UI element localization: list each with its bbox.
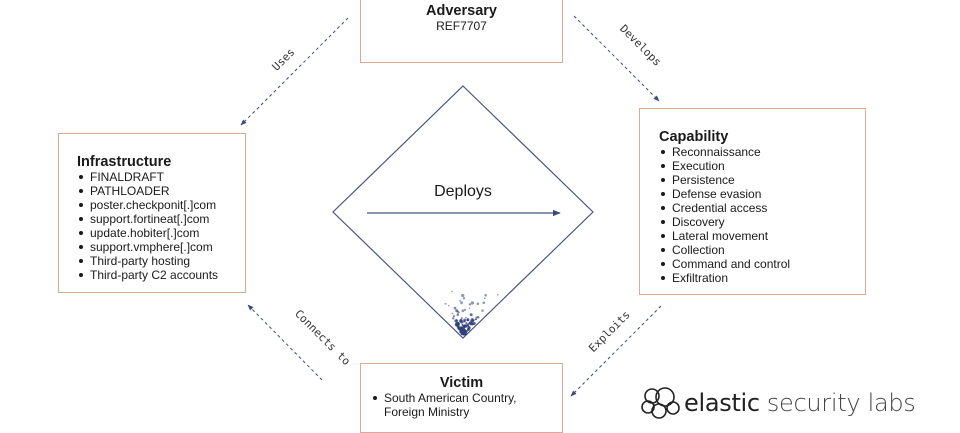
exploits-label: Exploits [586, 308, 633, 355]
capability-title: Capability [659, 129, 729, 145]
scatter-dot [471, 319, 474, 322]
scatter-dot [455, 320, 457, 322]
adversary-box: Adversary REF7707 [360, 0, 563, 63]
develops-arrow [573, 15, 660, 102]
scatter-dot [460, 328, 463, 331]
scatter-dot [452, 315, 455, 318]
list-item: Lateral movement [659, 229, 865, 243]
victim-list: South American Country, Foreign Ministry [371, 391, 551, 419]
infrastructure-title: Infrastructure [77, 154, 172, 170]
uses-arrow [240, 17, 349, 126]
connects-to-label: Connects to [292, 307, 353, 368]
develops-label: Develops [617, 22, 664, 69]
capability-box: Capability Reconnaissance Execution Pers… [639, 108, 866, 295]
victim-title: Victim [439, 375, 484, 391]
list-item: support.fortineat[.]com [77, 212, 245, 226]
scatter-dot [470, 301, 475, 305]
scatter-dot [464, 330, 467, 332]
scatter-dot [451, 290, 453, 293]
list-item: poster.checkponit[.]com [77, 198, 245, 212]
brand-word-security-labs: security labs [766, 389, 916, 417]
scatter-dot [496, 293, 499, 296]
scatter-dot [461, 293, 465, 298]
scatter-dot [475, 316, 477, 319]
list-item: Reconnaissance [659, 145, 865, 159]
list-item: PATHLOADER [77, 184, 245, 198]
scatter-dot [468, 303, 472, 306]
scatter-dot [452, 317, 455, 320]
infrastructure-box: Infrastructure FINALDRAFT PATHLOADER pos… [58, 133, 246, 293]
scatter-dot [466, 323, 470, 327]
scatter-dot [460, 317, 463, 320]
scatter-dot [464, 324, 468, 328]
brand-word-elastic: elastic [684, 389, 760, 417]
scatter-dot [457, 324, 460, 327]
infrastructure-list: FINALDRAFT PATHLOADER poster.checkponit[… [77, 170, 245, 282]
scatter-dot [456, 324, 458, 327]
adversary-title: Adversary [426, 3, 497, 19]
list-item: Persistence [659, 173, 865, 187]
capability-list: Reconnaissance Execution Persistence Def… [659, 145, 865, 285]
scatter-dot [465, 316, 467, 319]
scatter-dot [460, 301, 463, 305]
diamond-shape [332, 85, 594, 339]
scatter-dot [484, 294, 488, 297]
list-item: update.hobiter[.]com [77, 226, 245, 240]
scatter-dot [447, 304, 450, 307]
scatter-dot [481, 309, 484, 312]
scatter-dot [463, 331, 466, 335]
scatter-dot [460, 318, 463, 321]
scatter-dot [473, 319, 475, 321]
list-item: FINALDRAFT [77, 170, 245, 184]
list-item: Execution [659, 159, 865, 173]
scatter-dot [476, 302, 480, 306]
scatter-dot [465, 331, 468, 334]
list-item: Defense evasion [659, 187, 865, 201]
list-item: Credential access [659, 201, 865, 215]
list-item: Discovery [659, 215, 865, 229]
scatter-dot [467, 326, 470, 328]
list-item: South American Country, Foreign Ministry [371, 391, 551, 419]
scatter-dot [482, 301, 486, 305]
scatter-dot [461, 309, 465, 313]
scatter-dot [459, 299, 462, 302]
scatter-dot [462, 297, 466, 300]
scatter-dot [453, 306, 457, 310]
scatter-dot [471, 323, 474, 326]
list-item: Third-party C2 accounts [77, 268, 245, 282]
list-item: support.vmphere[.]com [77, 240, 245, 254]
victim-box: Victim South American Country, Foreign M… [360, 363, 563, 433]
elastic-security-labs-logo: elastic security labs [640, 386, 916, 420]
scatter-dot [462, 323, 464, 326]
scatter-dot [483, 297, 486, 300]
scatter-dot [444, 302, 447, 305]
diamond-model-diagram: Deploys Uses Develops Connects to Exploi… [240, 15, 664, 397]
uses-label: Uses [270, 46, 298, 74]
scatter-dot [476, 315, 480, 319]
scatter-dot [468, 307, 471, 309]
list-item: Exfiltration [659, 271, 865, 285]
scatter-dot [463, 318, 467, 322]
scatter-dot [474, 318, 478, 321]
scatter-dot [465, 322, 468, 325]
scatter-dot [466, 328, 470, 331]
scatter-dot [456, 313, 460, 316]
scatter-dot [466, 318, 470, 322]
scatter-dot [463, 308, 467, 311]
scatter-dot [459, 318, 463, 323]
list-item: Third-party hosting [77, 254, 245, 268]
scatter-dot [456, 311, 459, 313]
dot-scatter-decoration [444, 290, 499, 336]
list-item: Command and control [659, 257, 865, 271]
deploys-label: Deploys [434, 183, 492, 200]
adversary-name: REF7707 [436, 19, 487, 33]
scatter-dot [451, 312, 454, 315]
elastic-cloud-icon [641, 387, 680, 419]
list-item: Collection [659, 243, 865, 257]
scatter-dot [457, 326, 461, 330]
scatter-dot [460, 332, 464, 336]
scatter-dot [469, 313, 473, 317]
